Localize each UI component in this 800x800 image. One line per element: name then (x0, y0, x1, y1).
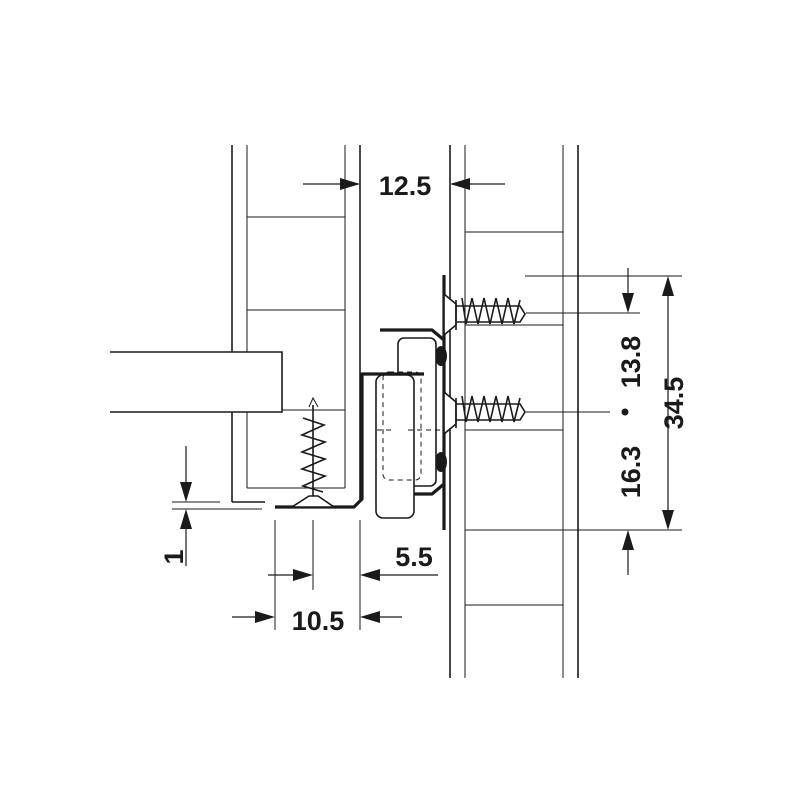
centerlines (525, 275, 682, 531)
dimension-label-top-gap: 12.5 (379, 171, 432, 201)
dimension-label-lower-offset: 16.3 (616, 446, 646, 499)
slide-runner (275, 275, 447, 530)
dimension-label-screw-spacing: 13.8 (616, 336, 646, 389)
wood-screw-vertical (289, 396, 337, 508)
dimension-slide-inset: 5.5 (268, 520, 438, 630)
dimension-label-slide-offset: 1 (159, 549, 189, 564)
dimension-top-gap: 12.5 (303, 171, 505, 201)
dimension-screw-spacing (622, 268, 634, 575)
drawer-bottom-board (110, 351, 283, 413)
euro-screw-bottom (443, 390, 526, 436)
dimension-label-slide-width: 10.5 (292, 606, 345, 636)
dimension-slide-width: 10.5 (232, 520, 402, 636)
dimension-label-total-height: 34.5 (659, 377, 689, 430)
dimension-total-height (662, 276, 674, 530)
euro-screw-top (443, 292, 526, 337)
dimension-label-slide-inset: 5.5 (395, 542, 433, 572)
dimension-slide-offset: 1 (159, 446, 262, 566)
drawer-side-panel (231, 145, 361, 503)
